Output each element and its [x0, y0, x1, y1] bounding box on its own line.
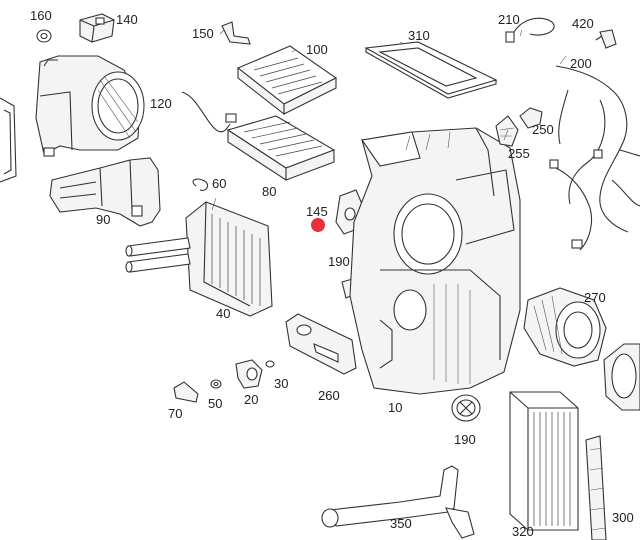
part-drawing-70: [192, 178, 209, 191]
label-50[interactable]: 70: [168, 406, 182, 421]
label-90[interactable]: 90: [96, 212, 110, 227]
part-drawing-50: [173, 381, 199, 403]
part-drawing-270: [495, 115, 519, 147]
label-80[interactable]: 80: [262, 184, 276, 199]
part-drawing-260: [519, 107, 543, 129]
part-drawing-30: [265, 360, 275, 368]
part-drawing-frame-left: [0, 97, 17, 183]
label-150[interactable]: 190: [454, 432, 476, 447]
label-310[interactable]: 310: [408, 28, 430, 43]
part-drawing-300: [285, 313, 357, 375]
label-190-mid[interactable]: 190: [328, 254, 350, 269]
label-40[interactable]: 50: [208, 396, 222, 411]
label-320[interactable]: 270: [584, 290, 606, 305]
part-drawing-320: [523, 287, 607, 367]
label-30[interactable]: 30: [274, 376, 288, 391]
part-drawing-90: [49, 157, 161, 227]
label-100[interactable]: 100: [306, 42, 328, 57]
part-drawing-200: [509, 391, 579, 531]
part-drawing-150: [451, 394, 481, 422]
label-145[interactable]: 145: [306, 204, 328, 219]
label-10[interactable]: 10: [388, 400, 402, 415]
part-drawing-40: [210, 379, 222, 389]
label-255[interactable]: 210: [498, 12, 520, 27]
part-drawing-420: [595, 29, 617, 49]
label-70[interactable]: 60: [212, 176, 226, 191]
highlight-marker-145[interactable]: [311, 218, 325, 232]
label-300[interactable]: 260: [318, 388, 340, 403]
part-drawing-10: [349, 127, 521, 395]
label-120[interactable]: 120: [150, 96, 172, 111]
part-drawing-160: [221, 21, 251, 45]
part-drawing-140: [79, 13, 115, 43]
label-250[interactable]: 200: [570, 56, 592, 71]
label-420[interactable]: 420: [572, 16, 594, 31]
label-140[interactable]: 140: [116, 12, 138, 27]
label-20[interactable]: 20: [244, 392, 258, 407]
part-drawing-190-top: [36, 29, 52, 43]
leader-lines: [211, 29, 567, 211]
part-drawing-255: [505, 17, 555, 43]
part-drawing-20: [235, 359, 263, 389]
label-210[interactable]: 300: [612, 510, 634, 525]
label-190-top[interactable]: 160: [30, 8, 52, 23]
part-drawing-100: [236, 45, 338, 116]
part-drawing-350: [321, 465, 475, 539]
label-200[interactable]: 320: [512, 524, 534, 539]
label-270[interactable]: 255: [508, 146, 530, 161]
part-drawing-250: [549, 65, 640, 251]
part-drawing-120: [35, 55, 145, 157]
part-drawing-right-cylinder: [603, 343, 640, 411]
label-350[interactable]: 350: [390, 516, 412, 531]
part-drawing-80: [181, 91, 336, 182]
label-60[interactable]: 40: [216, 306, 230, 321]
label-160[interactable]: 150: [192, 26, 214, 41]
label-260[interactable]: 250: [532, 122, 554, 137]
part-drawing-60: [125, 201, 273, 317]
part-drawing-210: [585, 435, 607, 540]
part-drawing-310: [364, 41, 498, 99]
